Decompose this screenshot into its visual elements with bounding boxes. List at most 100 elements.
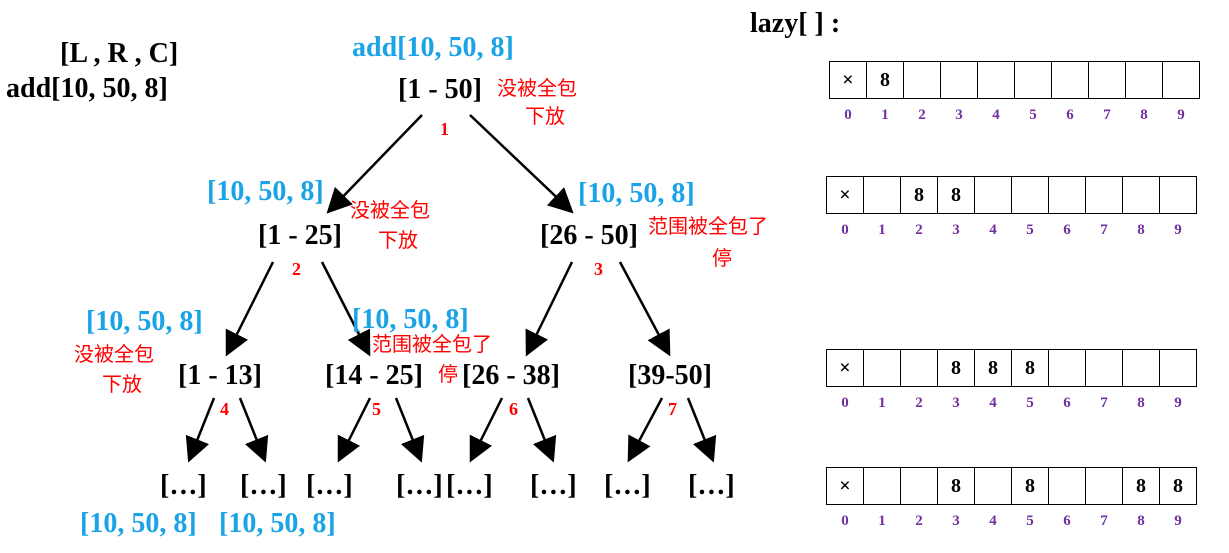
array-index: 2 [915,513,923,529]
node-7-range: [39-50] [628,360,712,391]
lazy-cell: × [829,61,867,99]
array-index: 8 [1137,513,1145,529]
array-index: 7 [1100,222,1108,238]
node-4-note-line1: 没被全包 [74,342,154,366]
leaf-7: […] [604,470,651,501]
edge-2-4 [225,261,275,357]
array-index: 0 [844,107,852,123]
array-index: 1 [878,395,886,411]
node-3-note-line2: 停 [712,246,732,270]
lazy-cell [863,349,901,387]
node-2-tag: [10, 50, 8] [207,176,324,207]
leaf-4: […] [396,470,443,501]
edge-3-6 [525,261,574,357]
lazy-cell [1048,349,1086,387]
node-5-note-line1: 范围被全包了 [372,332,492,356]
lazy-cell: × [826,349,864,387]
array-index: 0 [841,513,849,529]
array-index: 6 [1066,107,1074,123]
node-5-note-line2: 停 [438,362,458,386]
edge-3-7 [618,261,671,357]
node-4-tag: [10, 50, 8] [86,306,203,337]
array-index: 4 [989,222,997,238]
leaf-6: […] [530,470,577,501]
lazy-cell: 8 [937,349,975,387]
array-index: 2 [915,395,923,411]
node-2-index: 2 [292,259,301,279]
lazy-cell [863,176,901,214]
node-3-note-line1: 范围被全包了 [648,214,768,238]
edge-1-3 [469,114,574,214]
lazy-cell [974,176,1012,214]
node-1-tag: add[10, 50, 8] [352,32,514,63]
array-index: 8 [1137,395,1145,411]
array-index: 9 [1177,107,1185,123]
lazy-cell: 8 [937,176,975,214]
array-index: 7 [1103,107,1111,123]
array-index: 3 [955,107,963,123]
node-2-note-line1: 没被全包 [350,198,430,222]
lazy-cell [1159,349,1197,387]
lazy-cell: 8 [1159,467,1197,505]
edge-5-l1 [337,397,372,463]
lazy-cell: × [826,176,864,214]
lazy-cell [1088,61,1126,99]
lazy-cell: 8 [866,61,904,99]
node-4-index: 4 [220,399,229,419]
node-5-range: [14 - 25] [325,360,423,391]
array-index: 0 [841,222,849,238]
node-3-tag: [10, 50, 8] [578,178,695,209]
array-index: 5 [1026,395,1034,411]
node-4-range: [1 - 13] [178,360,262,391]
lazy-cell [1085,467,1123,505]
lazy-cell: 8 [1011,349,1049,387]
array-index: 4 [989,513,997,529]
edge-4-l1 [185,397,216,463]
array-index: 3 [952,395,960,411]
array-index: 5 [1026,222,1034,238]
lazy-cell: 8 [974,349,1012,387]
lazy-cell [903,61,941,99]
format-label: [L , R , C] [60,38,179,69]
edge-5-l2 [394,397,425,463]
lazy-cell [1122,349,1160,387]
lazy-cell: × [826,467,864,505]
lazy-cell: 8 [900,176,938,214]
array-index: 9 [1174,222,1182,238]
node-2-note-line2: 下放 [378,228,418,252]
leaf-5: […] [446,470,493,501]
node-6-index: 6 [509,399,518,419]
array-index: 3 [952,222,960,238]
lazy-cell [974,467,1012,505]
lazy-label: lazy[ ] : [750,8,841,39]
array-index: 2 [918,107,926,123]
node-7-index: 7 [668,399,677,419]
lazy-cell: 8 [937,467,975,505]
lazy-cell [900,467,938,505]
lazy-cell [1159,176,1197,214]
node-3-range: [26 - 50] [540,220,638,251]
node-5-tag: [10, 50, 8] [352,304,469,335]
node-1-range: [1 - 50] [398,74,482,105]
lazy-cell [863,467,901,505]
lazy-cell [900,349,938,387]
lazy-cell [977,61,1015,99]
lazy-cell [940,61,978,99]
leaf-3: […] [306,470,353,501]
array-index: 7 [1100,513,1108,529]
array-index: 4 [992,107,1000,123]
array-index: 1 [878,222,886,238]
array-index: 5 [1026,513,1034,529]
array-index: 1 [878,513,886,529]
array-index: 9 [1174,513,1182,529]
lazy-cell [1014,61,1052,99]
edge-2-5 [320,261,371,357]
node-1-index: 1 [440,119,449,139]
lazy-cell [1122,176,1160,214]
